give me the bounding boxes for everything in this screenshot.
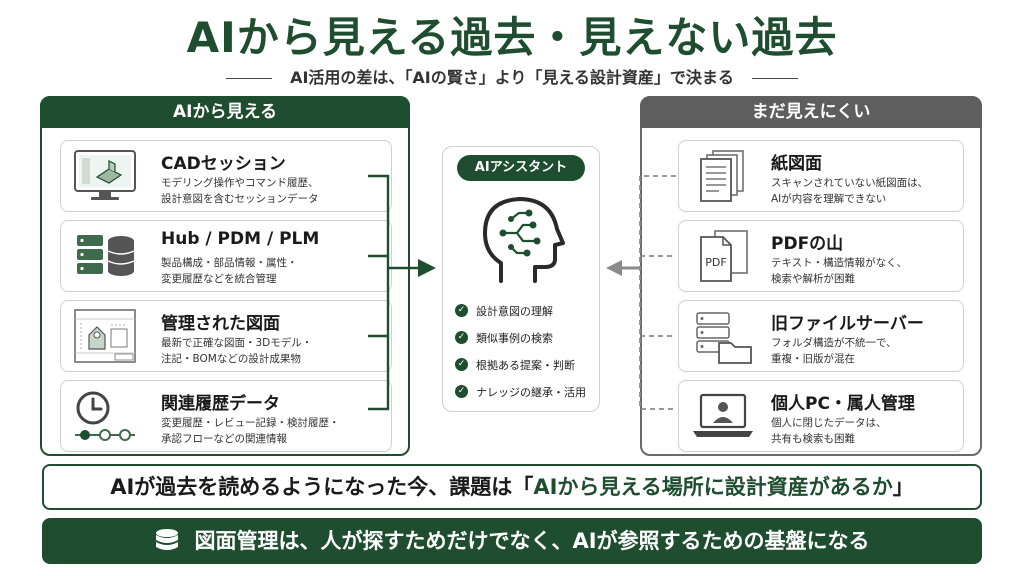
card-pdf-pile: PDF PDFの山 テキスト・構造情報がなく、検索や解析が困難	[678, 220, 964, 292]
card-description: スキャンされていない紙図面は、AIが内容を理解できない	[771, 177, 929, 205]
card-old-file-server: 旧ファイルサーバー フォルダ構造が不統一で、重複・旧版が混在	[678, 300, 964, 372]
card-title: PDFの山	[771, 234, 844, 254]
card-title: 個人PC・属人管理	[771, 394, 915, 414]
ai-assistant-box: AIアシスタント ✓設計意図の理解 ✓類似事例の検索 ✓根拠ある提案・判断 ✓ナ…	[442, 146, 600, 412]
capability-item: ✓根拠ある提案・判断	[455, 351, 586, 378]
server-database-icon	[77, 235, 135, 276]
card-managed-drawings: 管理された図面 最新で正確な図面・3Dモデル・注記・BOMなどの設計成果物	[60, 300, 392, 372]
card-title: 旧ファイルサーバー	[771, 314, 924, 334]
card-cad-session: CADセッション モデリング操作やコマンド履歴、設計意図を含むセッションデータ	[60, 140, 392, 212]
ai-capability-list: ✓設計意図の理解 ✓類似事例の検索 ✓根拠ある提案・判断 ✓ナレッジの継承・活用	[455, 297, 586, 405]
card-title: Hub / PDM / PLM	[161, 229, 320, 249]
file-server-folder-icon	[696, 312, 752, 364]
card-description: 個人に閉じたデータは、共有も検索も困難	[771, 417, 887, 445]
arrow-left-icon	[606, 260, 622, 276]
card-title: 管理された図面	[161, 314, 280, 334]
card-title: 関連履歴データ	[161, 394, 280, 414]
page-title: AIから見える過去・見えない過去	[186, 13, 838, 62]
database-icon	[156, 529, 179, 550]
ai-assistant-label: AIアシスタント	[457, 155, 585, 181]
check-icon: ✓	[455, 385, 468, 398]
card-title: 紙図面	[771, 154, 822, 174]
key-question-highlight: AIから見える場所に設計資産があるか	[533, 475, 893, 499]
card-description: 変更履歴・レビュー記録・検討履歴・承認フローなどの関連情報	[161, 417, 340, 445]
card-personal-pc: 個人PC・属人管理 個人に閉じたデータは、共有も検索も困難	[678, 380, 964, 452]
visible-to-ai-panel: AIから見える CADセッション モデリング操作やコマンド履歴、設計意図を含むセ…	[40, 96, 410, 456]
not-visible-panel-header: まだ見えにくい	[640, 96, 982, 128]
laptop-user-icon	[693, 393, 753, 437]
arrow-right-icon	[418, 259, 436, 277]
card-description: モデリング操作やコマンド履歴、設計意図を含むセッションデータ	[161, 177, 319, 205]
technical-drawing-icon	[74, 309, 136, 363]
card-title: CADセッション	[161, 154, 286, 174]
card-paper-drawings: 紙図面 スキャンされていない紙図面は、AIが内容を理解できない	[678, 140, 964, 212]
page-subtitle: AI活用の差は、「AIの賢さ」より「見える設計資産」で決まる	[0, 64, 1024, 88]
visible-panel-header: AIから見える	[40, 96, 410, 128]
svg-text:PDF: PDF	[705, 256, 726, 269]
check-icon: ✓	[455, 358, 468, 371]
ai-head-icon	[483, 197, 565, 283]
card-description: フォルダ構造が不統一で、重複・旧版が混在	[771, 337, 897, 365]
card-description: 製品構成・部品情報・属性・変更履歴などを統合管理	[161, 257, 298, 285]
check-icon: ✓	[455, 331, 468, 344]
conclusion-banner: 図面管理は、人が探すためだけでなく、AIが参照するための基盤になる	[42, 518, 982, 564]
subtitle-text: AI活用の差は、「AIの賢さ」より「見える設計資産」で決まる	[290, 68, 734, 87]
check-icon: ✓	[455, 304, 468, 317]
conclusion-text: 図面管理は、人が探すためだけでなく、AIが参照するための基盤になる	[194, 529, 870, 553]
card-description: 最新で正確な図面・3Dモデル・注記・BOMなどの設計成果物	[161, 337, 313, 365]
card-description: テキスト・構造情報がなく、検索や解析が困難	[771, 257, 908, 285]
cad-monitor-icon	[74, 150, 136, 200]
capability-item: ✓ナレッジの継承・活用	[455, 378, 586, 405]
capability-item: ✓類似事例の検索	[455, 324, 586, 351]
card-related-history: 関連履歴データ 変更履歴・レビュー記録・検討履歴・承認フローなどの関連情報	[60, 380, 392, 452]
subtitle-rule-left	[226, 77, 273, 80]
pdf-files-icon: PDF	[700, 230, 748, 282]
key-question-banner: AIが過去を読めるようになった今、課題は「AIから見える場所に設計資産があるか」	[42, 464, 982, 510]
subtitle-rule-right	[751, 77, 798, 80]
clock-timeline-icon	[75, 391, 135, 441]
not-yet-visible-panel: まだ見えにくい 紙図面 スキャンされていない紙図面は、AIが内容を理解できない …	[640, 96, 982, 456]
card-hub-pdm-plm: Hub / PDM / PLM 製品構成・部品情報・属性・変更履歴などを統合管理	[60, 220, 392, 292]
capability-item: ✓設計意図の理解	[455, 297, 586, 324]
paper-documents-icon	[700, 150, 744, 202]
